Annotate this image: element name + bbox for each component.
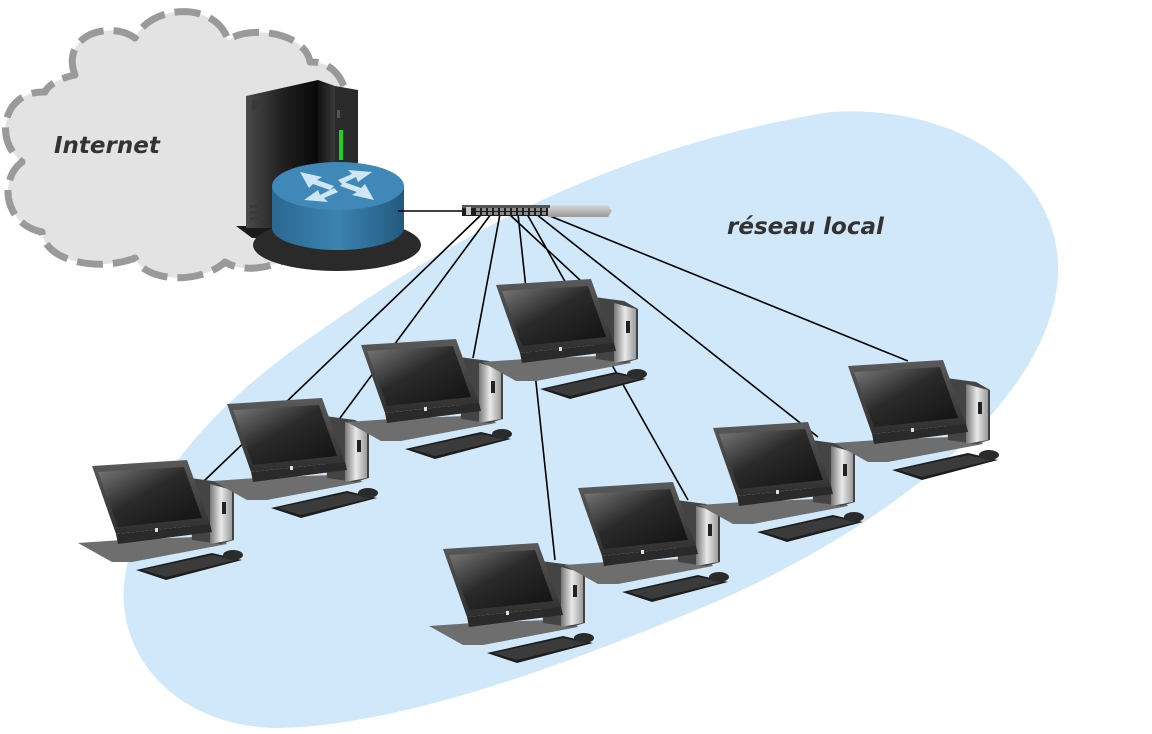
local-network-area: [123, 111, 1059, 729]
network-cable: [535, 213, 819, 438]
network-cable: [544, 213, 909, 362]
desktop-computer-icon: [564, 482, 729, 602]
network-cable: [472, 213, 501, 359]
switch-port: [482, 212, 486, 215]
switch-port: [524, 208, 528, 211]
desktop-computer-icon: [482, 279, 647, 399]
desktop-computer-icon: [213, 398, 378, 518]
switch-port: [518, 212, 522, 215]
switch-port: [494, 208, 498, 211]
switch-port: [518, 208, 522, 211]
router-arrows-icon: [300, 170, 374, 202]
desktop-computer-icon: [78, 460, 243, 580]
switch-port: [488, 208, 492, 211]
switch-port: [512, 212, 516, 215]
lan-label: réseau local: [727, 214, 885, 240]
switch-port: [488, 212, 492, 215]
switch-port: [530, 208, 534, 211]
computers-group: [78, 279, 999, 663]
network-cable: [517, 213, 556, 561]
switch-port: [506, 212, 510, 215]
switch-port: [530, 212, 534, 215]
desktop-computer-icon: [699, 422, 864, 542]
router-icon: [253, 162, 421, 271]
switch-port: [500, 208, 504, 211]
switch-port: [542, 212, 546, 215]
switch-port: [506, 208, 510, 211]
desktop-computer-icon: [429, 543, 594, 663]
switch-port: [476, 212, 480, 215]
network-switch-icon: [462, 205, 612, 217]
switch-port: [500, 212, 504, 215]
switch-port: [524, 212, 528, 215]
switch-port: [512, 208, 516, 211]
desktop-computer-icon: [834, 360, 999, 480]
network-cables: [203, 210, 909, 561]
switch-port: [536, 208, 540, 211]
switch-port: [476, 208, 480, 211]
internet-label: Internet: [54, 133, 161, 159]
switch-port: [536, 212, 540, 215]
switch-port: [494, 212, 498, 215]
switch-port: [482, 208, 486, 211]
desktop-computer-icon: [347, 339, 512, 459]
network-cable: [339, 213, 492, 419]
switch-port: [542, 208, 546, 211]
